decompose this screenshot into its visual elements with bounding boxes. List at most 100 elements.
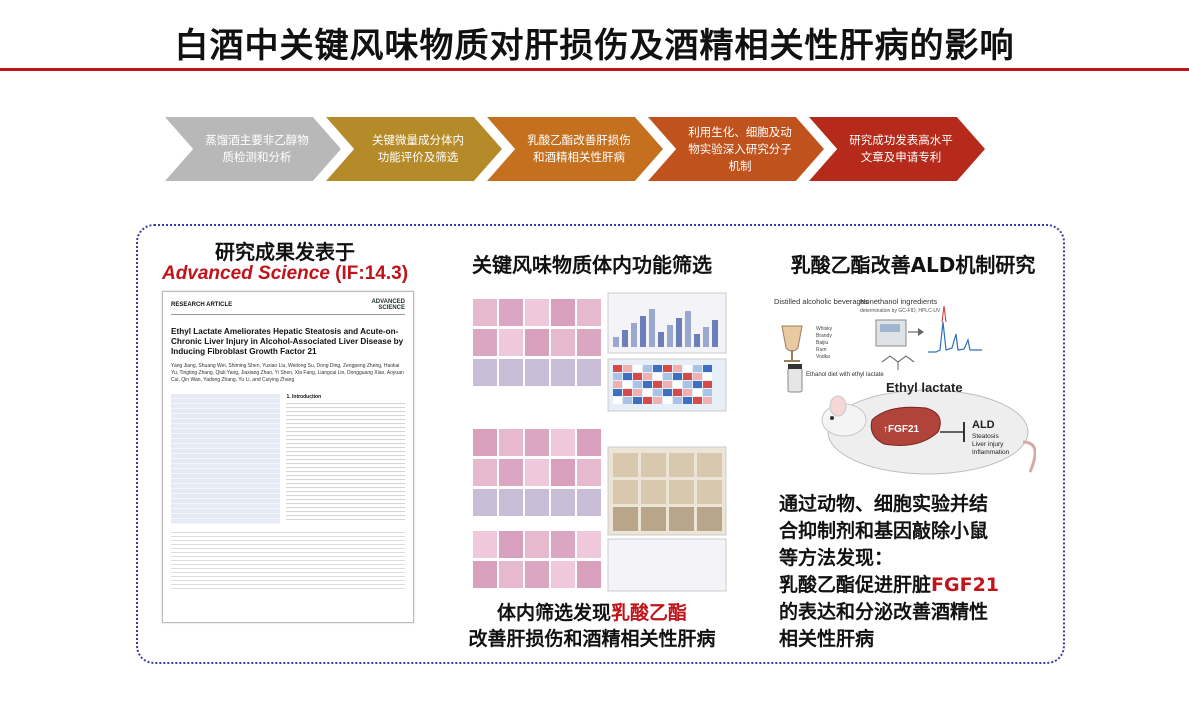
figure-bar [613, 337, 619, 347]
determination-label: determination by GC-FID, HPLC-UV [860, 308, 941, 314]
heatmap-cell [663, 389, 672, 396]
figure-bar [640, 316, 646, 347]
content-panel [136, 224, 1065, 664]
histology-tile [473, 299, 497, 326]
histology-tile [577, 299, 601, 326]
histology-tile [551, 359, 575, 386]
paper-footer-text [171, 532, 405, 592]
paper-title: Ethyl Lactate Ameliorates Hepatic Steato… [171, 327, 404, 356]
ihc-tile [697, 480, 722, 504]
histology-tile [473, 359, 497, 386]
heatmap-cell [613, 373, 622, 380]
center-caption: 体内筛选发现乳酸乙酯 改善肝损伤和酒精相关性肝病 [468, 602, 716, 650]
histology-tile [499, 359, 523, 386]
heatmap-cell [683, 389, 692, 396]
histology-tile [499, 459, 523, 486]
heatmap-cell [663, 381, 672, 388]
ihc-tile [641, 507, 666, 531]
heatmap-cell [623, 389, 632, 396]
histology-tile [577, 459, 601, 486]
step-1: 蒸馏酒主要非乙醇物质检测和分析 [165, 117, 341, 181]
svg-text:Steatosis: Steatosis [972, 433, 999, 440]
figure-bar [694, 334, 700, 347]
heatmap-cell [663, 373, 672, 380]
heatmap-cell [673, 373, 682, 380]
heatmap-cell [623, 365, 632, 372]
histology-tile [525, 299, 549, 326]
heatmap-cell [623, 373, 632, 380]
histology-tile [525, 329, 549, 356]
histology-figure-mosaic [473, 292, 727, 592]
heatmap-cell [673, 397, 682, 404]
ihc-tile [641, 480, 666, 504]
paper-intro-heading: 1. Introduction [286, 394, 322, 400]
right-heading: 乳酸乙酯改善ALD机制研究 [790, 253, 1036, 277]
ihc-tile [613, 453, 638, 477]
heatmap-cell [643, 389, 652, 396]
beverages-label: Distilled alcoholic beverages [774, 297, 869, 306]
heatmap-cell [663, 397, 672, 404]
histology-tile [499, 329, 523, 356]
svg-text:Rum: Rum [816, 347, 827, 353]
heatmap-cell [633, 389, 642, 396]
ihc-tile [697, 453, 722, 477]
histology-tile [499, 531, 523, 558]
heatmap-cell [653, 365, 662, 372]
journal-name: Advanced Science [161, 263, 330, 284]
svg-text:Whisky: Whisky [816, 326, 833, 332]
fgf21-label: ↑FGF21 [883, 424, 920, 435]
heatmap-cell [683, 365, 692, 372]
heatmap-cell [643, 365, 652, 372]
ihc-tile [613, 507, 638, 531]
heatmap-cell [673, 365, 682, 372]
histology-tile [525, 489, 549, 516]
diet-label: Ethanol diet with ethyl lactate [806, 372, 884, 378]
heatmap-cell [653, 397, 662, 404]
heatmap-cell [703, 381, 712, 388]
heatmap-cell [703, 365, 712, 372]
heatmap-cell [673, 389, 682, 396]
ihc-tile [613, 480, 638, 504]
histology-tile [551, 329, 575, 356]
svg-text:Baijiu: Baijiu [816, 340, 828, 346]
heatmap-cell [703, 389, 712, 396]
heatmap-cell [703, 373, 712, 380]
step-2: 关键微量成分体内功能评价及筛选 [326, 117, 502, 181]
paper-section-label: RESEARCH ARTICLE [171, 302, 233, 308]
histology-tile [577, 489, 601, 516]
step-3: 乳酸乙酯改善肝损伤和酒精相关性肝病 [487, 117, 663, 181]
mechanism-illustration: Distilled alcoholic beverages Whisky Bra… [768, 292, 1037, 484]
ihc-tile [697, 507, 722, 531]
histology-tile [551, 429, 575, 456]
histology-tile [525, 429, 549, 456]
heatmap-cell [683, 373, 692, 380]
figure-bar [685, 311, 691, 347]
heatmap-cell [643, 381, 652, 388]
figure-bar [631, 323, 637, 347]
svg-text:Vodka: Vodka [816, 354, 830, 360]
heatmap-cell [693, 373, 702, 380]
histology-tile [525, 531, 549, 558]
histology-tile [473, 531, 497, 558]
figure-bar [703, 327, 709, 347]
process-steps: 蒸馏酒主要非乙醇物质检测和分析 关键微量成分体内功能评价及筛选 乳酸乙酯改善肝损… [165, 117, 985, 181]
heatmap-cell [643, 397, 652, 404]
histology-tile [499, 561, 523, 588]
heatmap-cell [613, 389, 622, 396]
page-title: 白酒中关键风味物质对肝损伤及酒精相关性肝病的影响 [174, 26, 1015, 66]
svg-text:Inflammation: Inflammation [972, 449, 1010, 456]
ald-label: ALD [972, 419, 995, 431]
histology-tile [473, 561, 497, 588]
figure-bar [658, 332, 664, 347]
figure-panel [607, 538, 727, 592]
histology-tile [577, 359, 601, 386]
heatmap-cell [613, 397, 622, 404]
histology-tile [499, 489, 523, 516]
heatmap-cell [633, 381, 642, 388]
heatmap-cell [653, 373, 662, 380]
impact-factor: (IF:14.3) [329, 263, 409, 284]
step-4: 利用生化、细胞及动物实验深入研究分子机制 [648, 117, 824, 181]
heatmap-cell [673, 381, 682, 388]
heatmap-cell [613, 365, 622, 372]
